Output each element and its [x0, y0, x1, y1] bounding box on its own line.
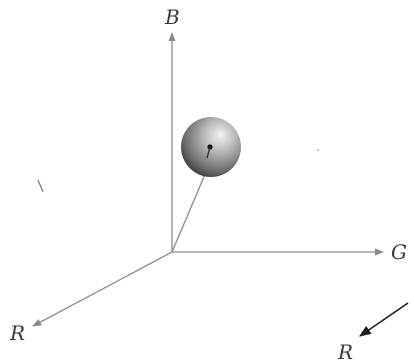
- callout-arrow: [359, 302, 409, 337]
- r-axis: [32, 251, 173, 327]
- g-axis-label: G: [391, 240, 407, 264]
- color-vector-inner: [206, 146, 211, 159]
- r-axis-label: R: [9, 321, 25, 345]
- stray-mark: [37, 179, 44, 193]
- callout-r-label: R: [337, 340, 353, 364]
- stray-dot: [317, 149, 319, 151]
- b-axis-label: B: [164, 5, 180, 29]
- color-vector: [171, 164, 210, 253]
